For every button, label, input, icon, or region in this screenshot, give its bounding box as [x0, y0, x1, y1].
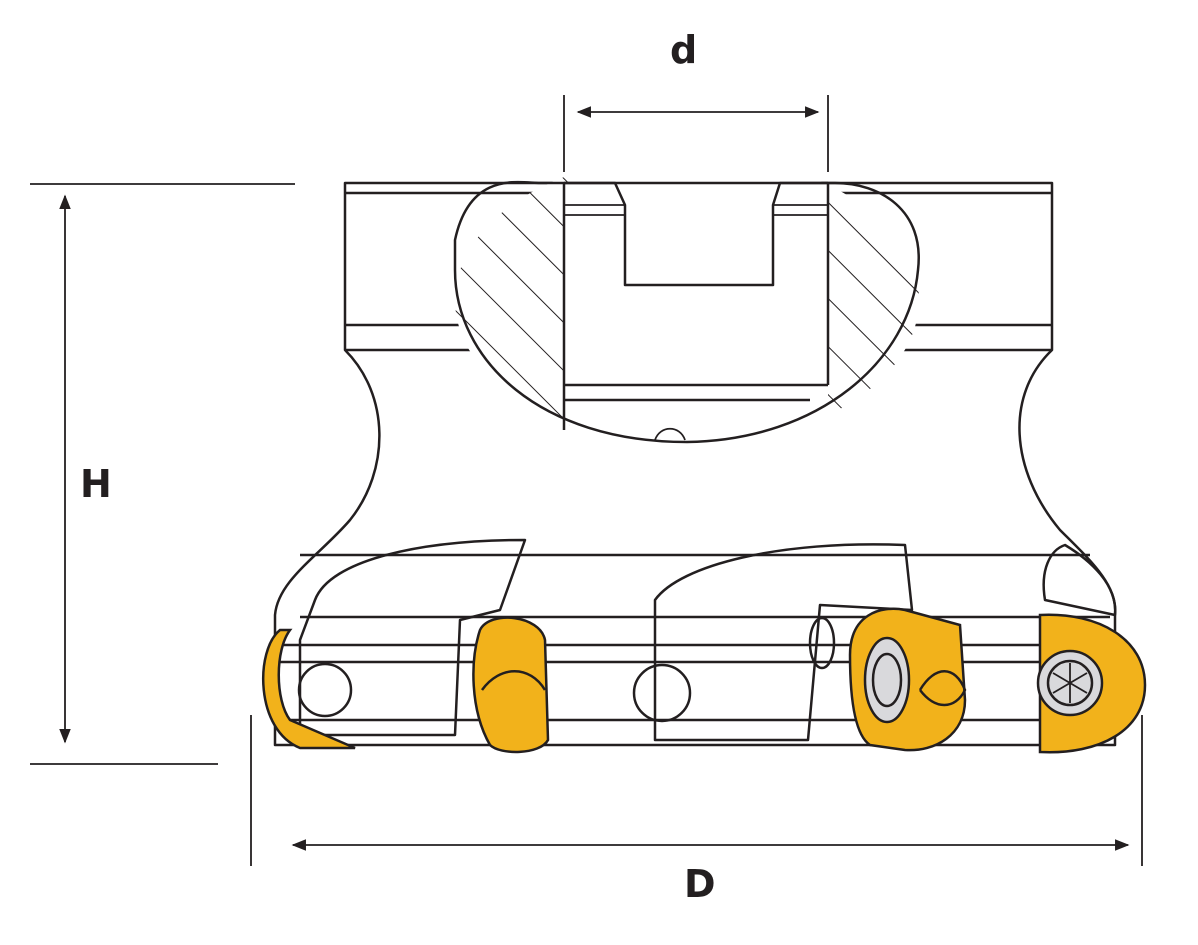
label-D: D — [684, 862, 716, 906]
label-H: H — [80, 462, 112, 506]
insert-pockets — [297, 538, 1117, 742]
insert-left — [262, 628, 356, 750]
dimension-d — [563, 95, 829, 172]
section-cutaway — [453, 155, 920, 445]
label-d: d — [670, 28, 698, 72]
inserts — [262, 607, 1147, 754]
dimension-h — [30, 183, 295, 765]
insert-second — [472, 616, 550, 754]
dimension-D — [250, 715, 1143, 866]
